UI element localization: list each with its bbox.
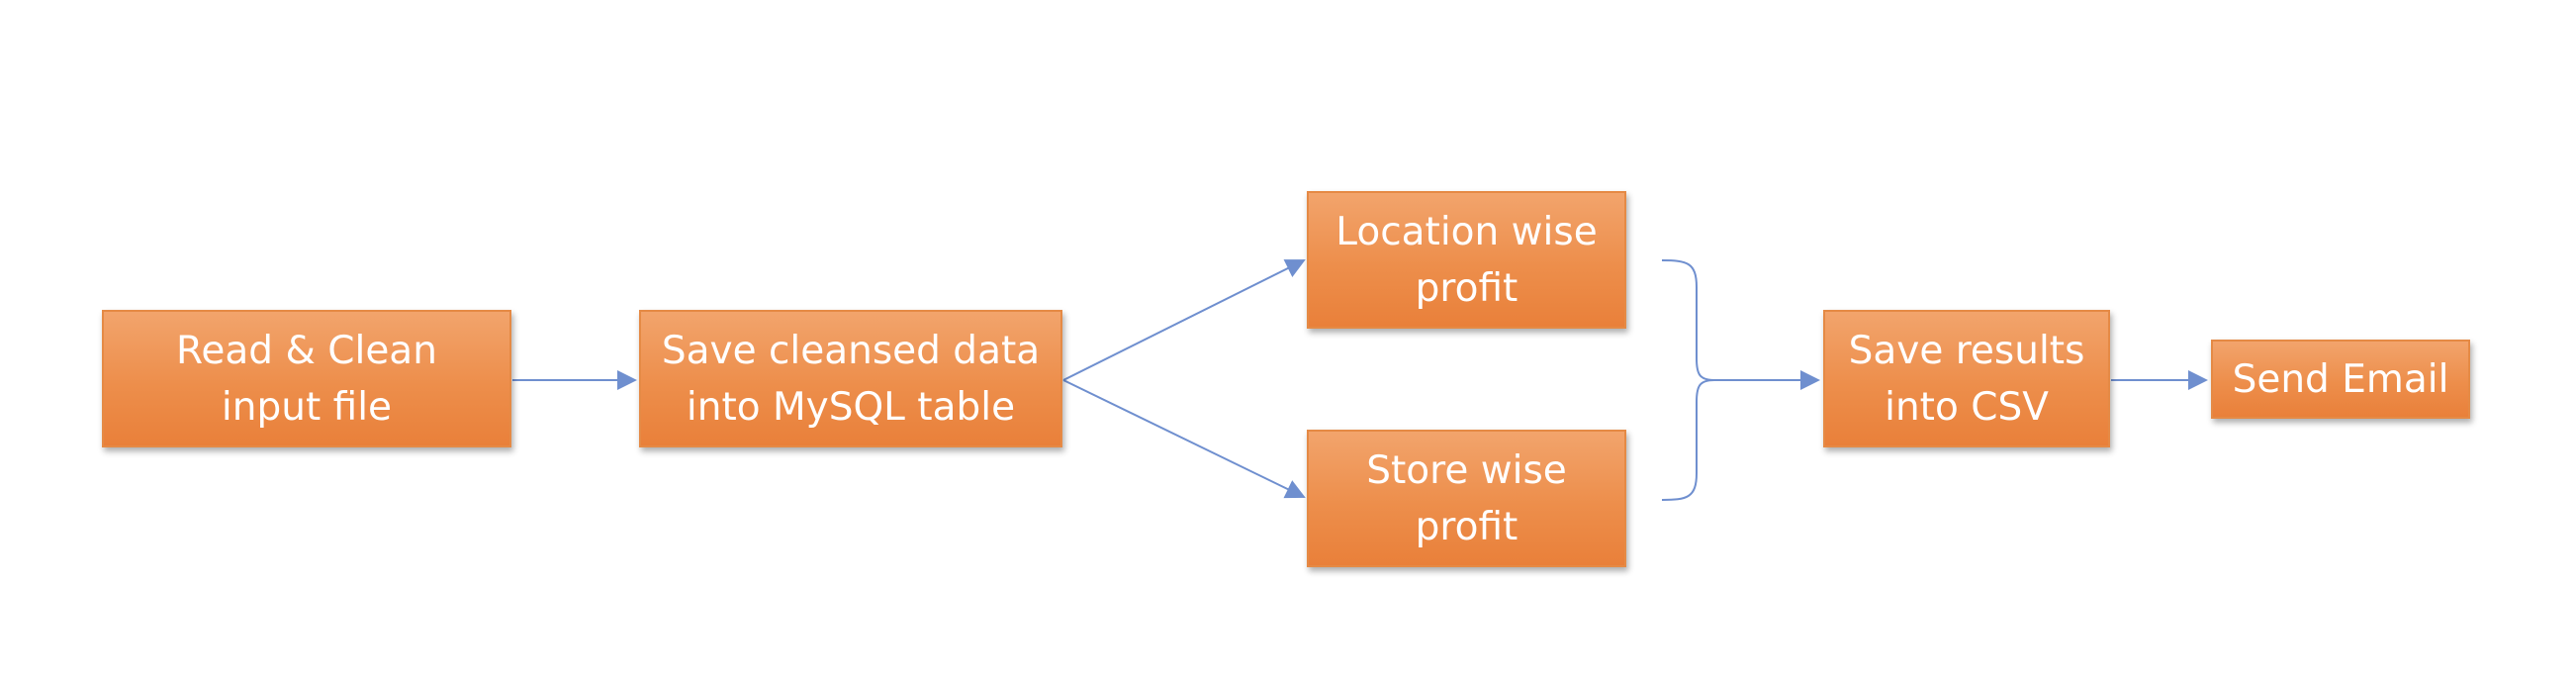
step-save-to-mysql-label: Save cleansed data into MySQL table <box>661 328 1041 430</box>
arrow-save-to-store <box>1062 379 1306 499</box>
merge-brace <box>1661 259 1715 501</box>
step-store-wise-profit-label: Store wise profit <box>1366 447 1567 549</box>
step-send-email-label: Send Email <box>2232 356 2449 402</box>
step-location-wise-profit: Location wise profit <box>1307 191 1626 329</box>
step-save-to-mysql: Save cleansed data into MySQL table <box>639 310 1062 447</box>
step-store-wise-profit: Store wise profit <box>1307 430 1626 567</box>
step-save-results-csv-label: Save results into CSV <box>1848 328 2085 430</box>
step-read-clean-label: Read & Clean input file <box>176 328 437 430</box>
step-save-results-csv: Save results into CSV <box>1823 310 2110 447</box>
arrow-save-to-location <box>1062 259 1306 381</box>
step-location-wise-profit-label: Location wise profit <box>1335 209 1598 311</box>
step-read-clean-input-file: Read & Clean input file <box>102 310 511 447</box>
step-send-email: Send Email <box>2211 340 2470 419</box>
